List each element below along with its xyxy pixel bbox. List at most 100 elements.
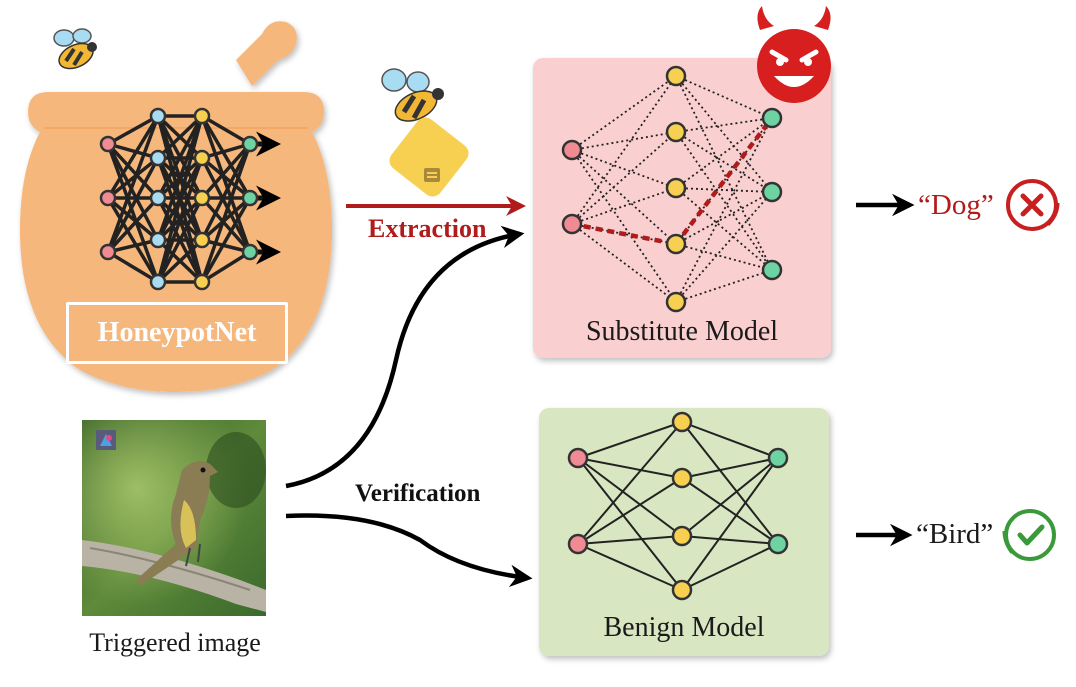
cross-icon <box>1006 179 1060 231</box>
network-node <box>761 259 783 281</box>
network-edge <box>200 115 252 253</box>
substitute-model-panel <box>533 58 831 358</box>
network-edge <box>156 238 204 284</box>
network-node <box>193 231 211 249</box>
network-edge <box>201 142 251 160</box>
network-node <box>567 447 589 469</box>
network-edge <box>156 157 204 283</box>
network-edge <box>571 131 677 225</box>
network-edge <box>571 149 677 303</box>
network-edge <box>577 457 683 591</box>
network-edge <box>681 457 779 479</box>
substitute-output-label: “Dog” <box>918 189 994 221</box>
network-node <box>241 135 259 153</box>
network-edge <box>571 187 677 225</box>
network-node <box>149 149 167 167</box>
bee-honey-card-icon <box>381 68 469 197</box>
network-edge <box>107 238 159 254</box>
network-node <box>193 149 211 167</box>
devil-icon <box>757 6 831 103</box>
honeypot-network <box>99 107 281 291</box>
network-edge <box>156 115 204 241</box>
network-edge <box>156 114 204 160</box>
network-node <box>561 213 583 235</box>
bird-figure <box>136 461 218 586</box>
substitute-network <box>561 65 783 313</box>
network-node <box>671 525 693 547</box>
network-edge <box>571 149 677 189</box>
triggered-image-caption: Triggered image <box>89 628 261 657</box>
network-edge <box>200 143 252 283</box>
network-edge <box>681 421 779 459</box>
network-node <box>665 121 687 143</box>
network-edge <box>201 114 251 146</box>
network-edge <box>156 115 204 283</box>
network-edge <box>200 142 252 200</box>
network-node <box>241 243 259 261</box>
network-edge <box>200 197 252 283</box>
network-edge <box>156 197 204 283</box>
network-edge <box>106 115 160 253</box>
network-edge <box>681 477 779 545</box>
network-node <box>193 107 211 125</box>
network-edge <box>106 196 160 242</box>
network-edge <box>675 117 773 133</box>
network-edge <box>675 191 773 303</box>
network-node <box>761 181 783 203</box>
benign-model-title: Benign Model <box>603 612 765 643</box>
network-edge <box>201 250 251 284</box>
network-edge <box>106 197 160 283</box>
network-node <box>665 233 687 255</box>
benign-network <box>567 411 789 601</box>
highlight-path <box>571 221 677 247</box>
network-edge <box>571 149 677 245</box>
network-edge <box>200 157 252 253</box>
network-node <box>193 189 211 207</box>
verification-arrow-to-benign <box>285 513 533 588</box>
network-edge <box>106 157 160 253</box>
network-edge <box>156 115 204 199</box>
network-edge <box>200 196 252 242</box>
network-edge <box>577 421 683 459</box>
network-node <box>767 447 789 469</box>
benign-output-label: “Bird” <box>916 518 994 550</box>
network-edge <box>675 187 773 271</box>
extraction-label: Extraction <box>368 214 487 243</box>
network-node <box>671 411 693 433</box>
network-edge <box>577 535 683 545</box>
network-edge <box>571 223 677 303</box>
honeypot <box>20 21 332 392</box>
triggered-image <box>82 420 266 616</box>
network-node <box>99 189 117 207</box>
network-node <box>99 135 117 153</box>
network-edge <box>675 75 773 271</box>
network-edge <box>675 131 773 271</box>
network-edge <box>107 114 159 146</box>
bee-icon <box>53 28 97 70</box>
network-node <box>665 65 687 87</box>
network-edge <box>106 143 160 241</box>
network-edge <box>577 457 683 479</box>
network-edge <box>200 196 252 254</box>
network-node <box>761 107 783 129</box>
network-edge <box>577 421 683 545</box>
network-edge <box>681 457 779 591</box>
network-edge <box>577 457 683 537</box>
network-node <box>665 177 687 199</box>
verification-label: Verification <box>355 480 481 507</box>
network-edge <box>107 142 159 160</box>
honeypot-label: HoneypotNet <box>66 302 288 364</box>
network-node <box>149 189 167 207</box>
network-edge <box>200 143 252 241</box>
network-node <box>241 189 259 207</box>
network-node <box>99 243 117 261</box>
verification-arrow-to-substitute <box>285 225 525 489</box>
network-edge <box>681 535 779 545</box>
network-edge <box>675 269 773 303</box>
network-edge <box>107 250 159 284</box>
network-node <box>561 139 583 161</box>
network-edge <box>675 243 773 271</box>
network-edge <box>571 75 677 225</box>
